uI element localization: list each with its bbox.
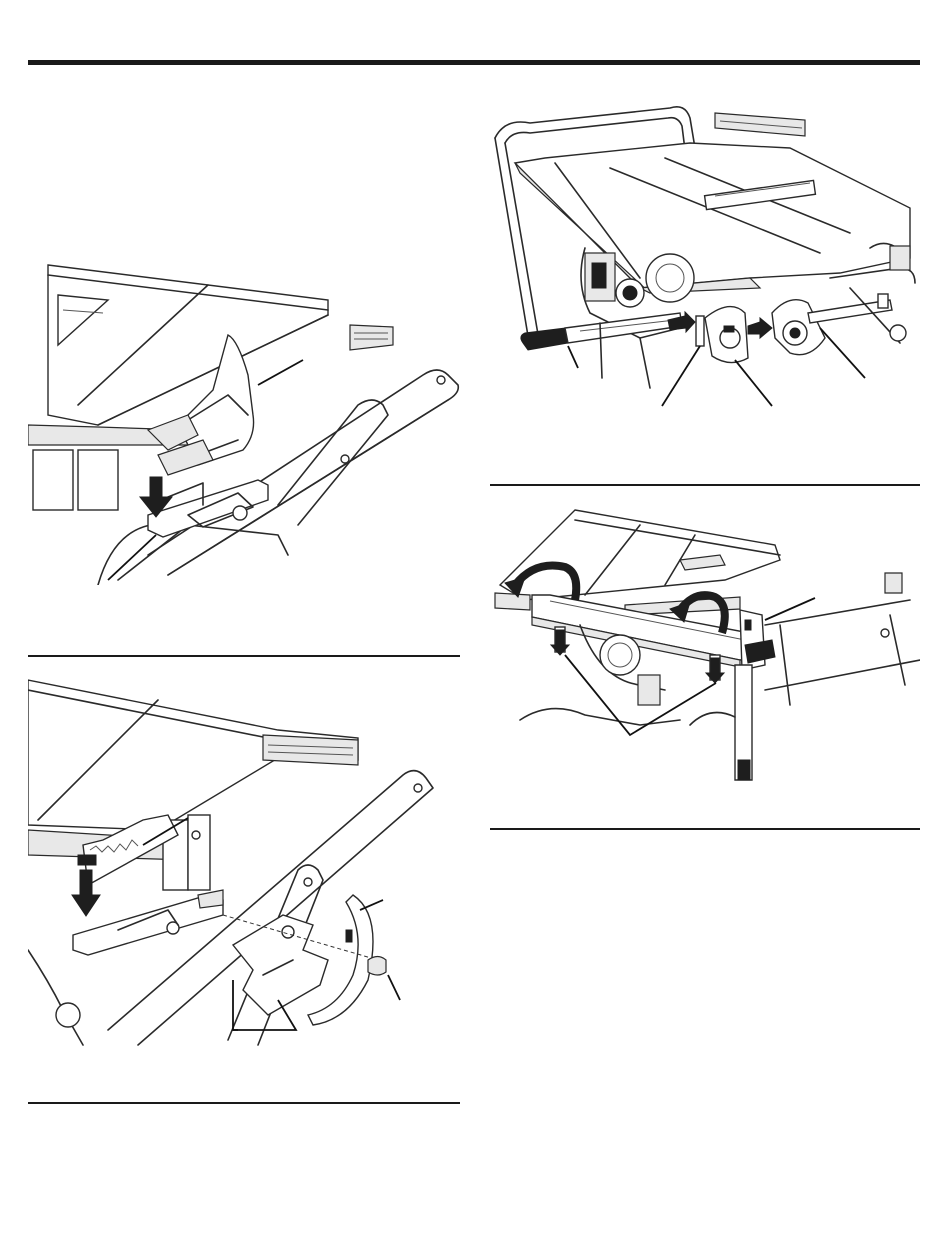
section-divider	[490, 828, 920, 830]
blade-guard-install-illustration	[28, 255, 468, 585]
section-divider	[490, 484, 920, 486]
header-rule	[28, 60, 920, 65]
rip-fence-parts-illustration	[490, 88, 920, 428]
riving-knife-install-illustration	[28, 670, 468, 1050]
section-divider	[28, 655, 460, 657]
rip-fence-mount-illustration	[490, 505, 920, 805]
section-divider	[28, 1102, 460, 1104]
